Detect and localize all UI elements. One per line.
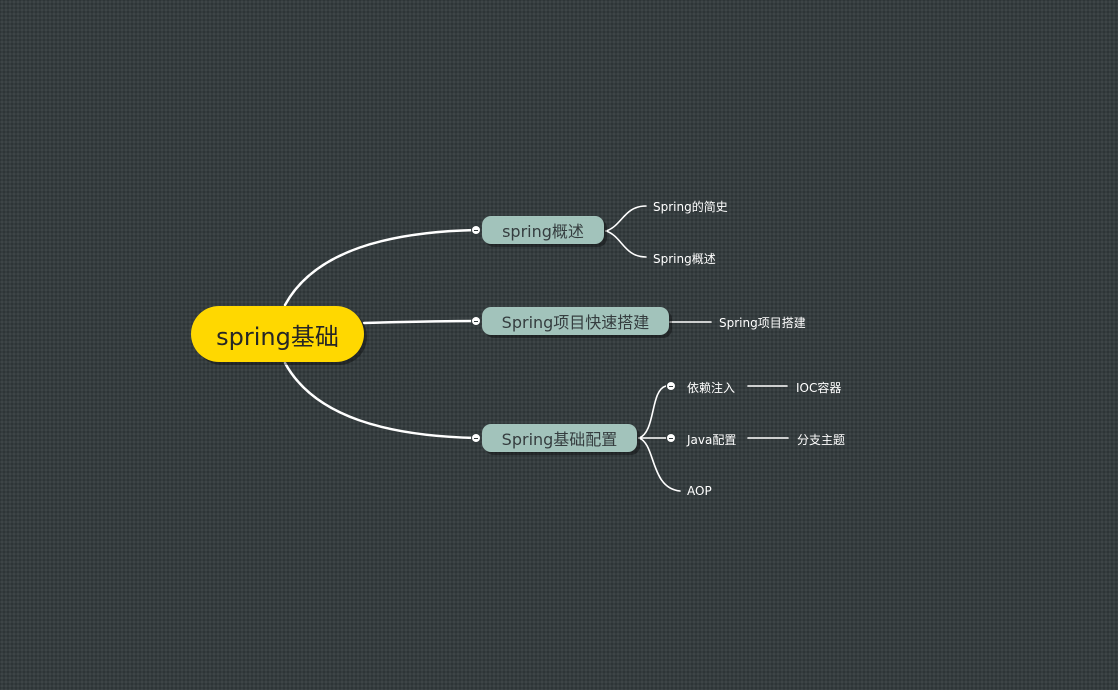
subtopic-ioc-container[interactable]: IOC容器 (796, 379, 841, 395)
connector-branch-0-child-0 (605, 205, 647, 232)
subtopic-spring-overview[interactable]: Spring概述 (653, 250, 716, 266)
collapse-branch-1-icon[interactable] (471, 316, 481, 326)
connector-branch-2-child-2 (638, 437, 681, 492)
subtopic-branch-topic[interactable]: 分支主题 (797, 431, 845, 447)
subtopic-label: Spring项目搭建 (719, 315, 806, 330)
main-topic-label: spring概述 (502, 222, 584, 241)
central-topic-label: spring基础 (216, 322, 339, 351)
subtopic-label: 分支主题 (797, 432, 846, 447)
collapse-dependency-injection-icon[interactable] (666, 381, 676, 391)
subtopic-label: Spring的简史 (653, 199, 728, 214)
subtopic-spring-history[interactable]: Spring的简史 (653, 198, 728, 214)
subtopic-label: AOP (687, 484, 712, 498)
connector-root-branch-2 (283, 361, 478, 440)
central-topic[interactable]: spring基础 (191, 306, 364, 362)
subtopic-java-config[interactable]: Java配置 (687, 431, 736, 447)
connector-branch-0-child-1 (605, 230, 647, 258)
subtopic-label: Java配置 (687, 432, 737, 447)
main-topic-basic-config[interactable]: Spring基础配置 (482, 424, 637, 452)
main-topic-quick-setup[interactable]: Spring项目快速搭建 (482, 307, 669, 335)
subtopic-aop[interactable]: AOP (687, 483, 712, 499)
subtopic-project-setup[interactable]: Spring项目搭建 (719, 314, 806, 330)
connector-branch-2-child-0 (638, 385, 667, 439)
subtopic-label: 依赖注入 (687, 380, 736, 395)
collapse-branch-0-icon[interactable] (471, 225, 481, 235)
subtopic-label: IOC容器 (796, 380, 842, 395)
main-topic-label: Spring基础配置 (501, 430, 618, 449)
collapse-branch-2-icon[interactable] (471, 433, 481, 443)
subtopic-dependency-injection[interactable]: 依赖注入 (687, 379, 735, 395)
collapse-java-config-icon[interactable] (666, 433, 676, 443)
main-topic-label: Spring项目快速搭建 (501, 313, 650, 332)
main-topic-spring-overview[interactable]: spring概述 (482, 216, 604, 244)
subtopic-label: Spring概述 (653, 251, 716, 266)
connector-root-branch-0 (283, 228, 478, 307)
connector-root-branch-1 (362, 319, 478, 325)
